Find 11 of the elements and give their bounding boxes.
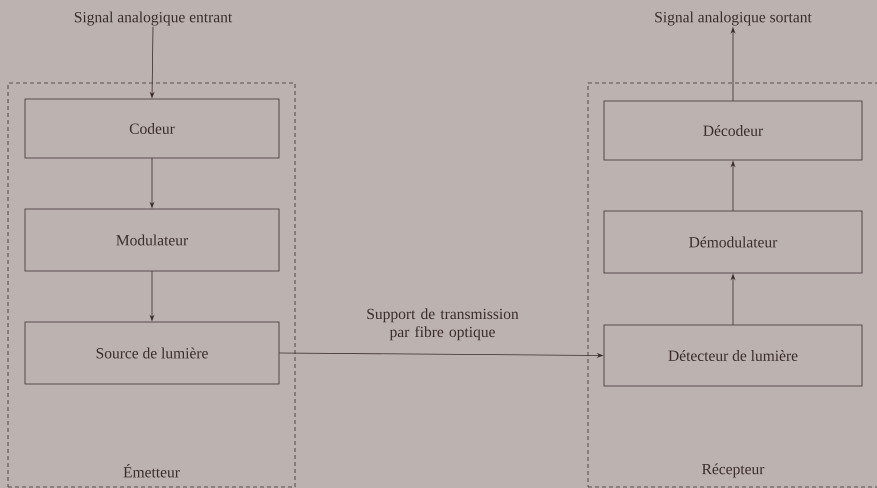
group-label: Récepteur <box>702 463 764 478</box>
signal-label: Signal analogique entrant <box>74 11 232 26</box>
signal-label: Signal analogique sortant <box>655 11 812 26</box>
process-box: Démodulateur <box>604 210 862 274</box>
edge-label: Support de transmission par fibre optique <box>367 308 518 340</box>
process-box: Décodeur <box>604 100 862 160</box>
process-box: Modulateur <box>24 208 280 272</box>
process-box: Détecteur de lumière <box>604 324 862 386</box>
group-label: Émetteur <box>124 464 180 478</box>
process-box: Source de lumière <box>24 322 280 384</box>
process-box: Codeur <box>24 98 280 158</box>
